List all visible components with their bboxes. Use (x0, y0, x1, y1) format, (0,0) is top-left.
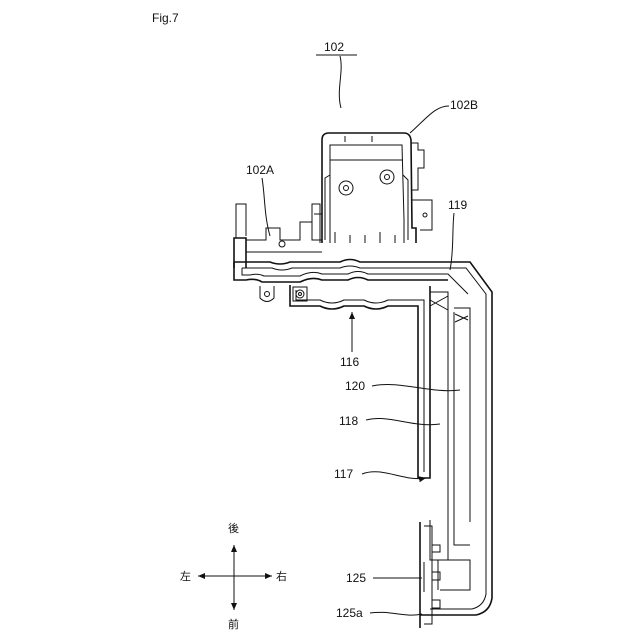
label-102-leader (339, 56, 341, 108)
duct-119 (234, 260, 492, 616)
label-125: 125 (346, 571, 366, 585)
label-120-leader (372, 384, 460, 390)
label-118-leader (366, 418, 440, 424)
direction-rear: 後 (228, 521, 239, 535)
direction-compass (198, 545, 272, 610)
label-116: 116 (340, 355, 359, 369)
label-125a: 125a (336, 606, 363, 620)
direction-right: 右 (276, 569, 287, 583)
label-118: 118 (339, 414, 358, 428)
bracket-102A (234, 204, 322, 268)
direction-front: 前 (228, 617, 239, 631)
label-119: 119 (448, 198, 467, 212)
label-120: 120 (345, 379, 365, 393)
bracket-102 (322, 133, 432, 243)
label-102B-leader (410, 106, 449, 133)
label-102A-leader (262, 178, 270, 236)
label-102A: 102A (246, 163, 274, 177)
direction-left: 左 (180, 570, 191, 583)
mount-tab (260, 286, 274, 302)
label-102: 102 (324, 40, 344, 54)
duct-116 (290, 285, 470, 590)
label-117-arrow (362, 472, 426, 479)
label-125a-leader (370, 612, 422, 615)
figure-title: Fig.7 (152, 11, 179, 25)
label-117: 117 (334, 467, 353, 481)
label-102B: 102B (450, 98, 478, 112)
